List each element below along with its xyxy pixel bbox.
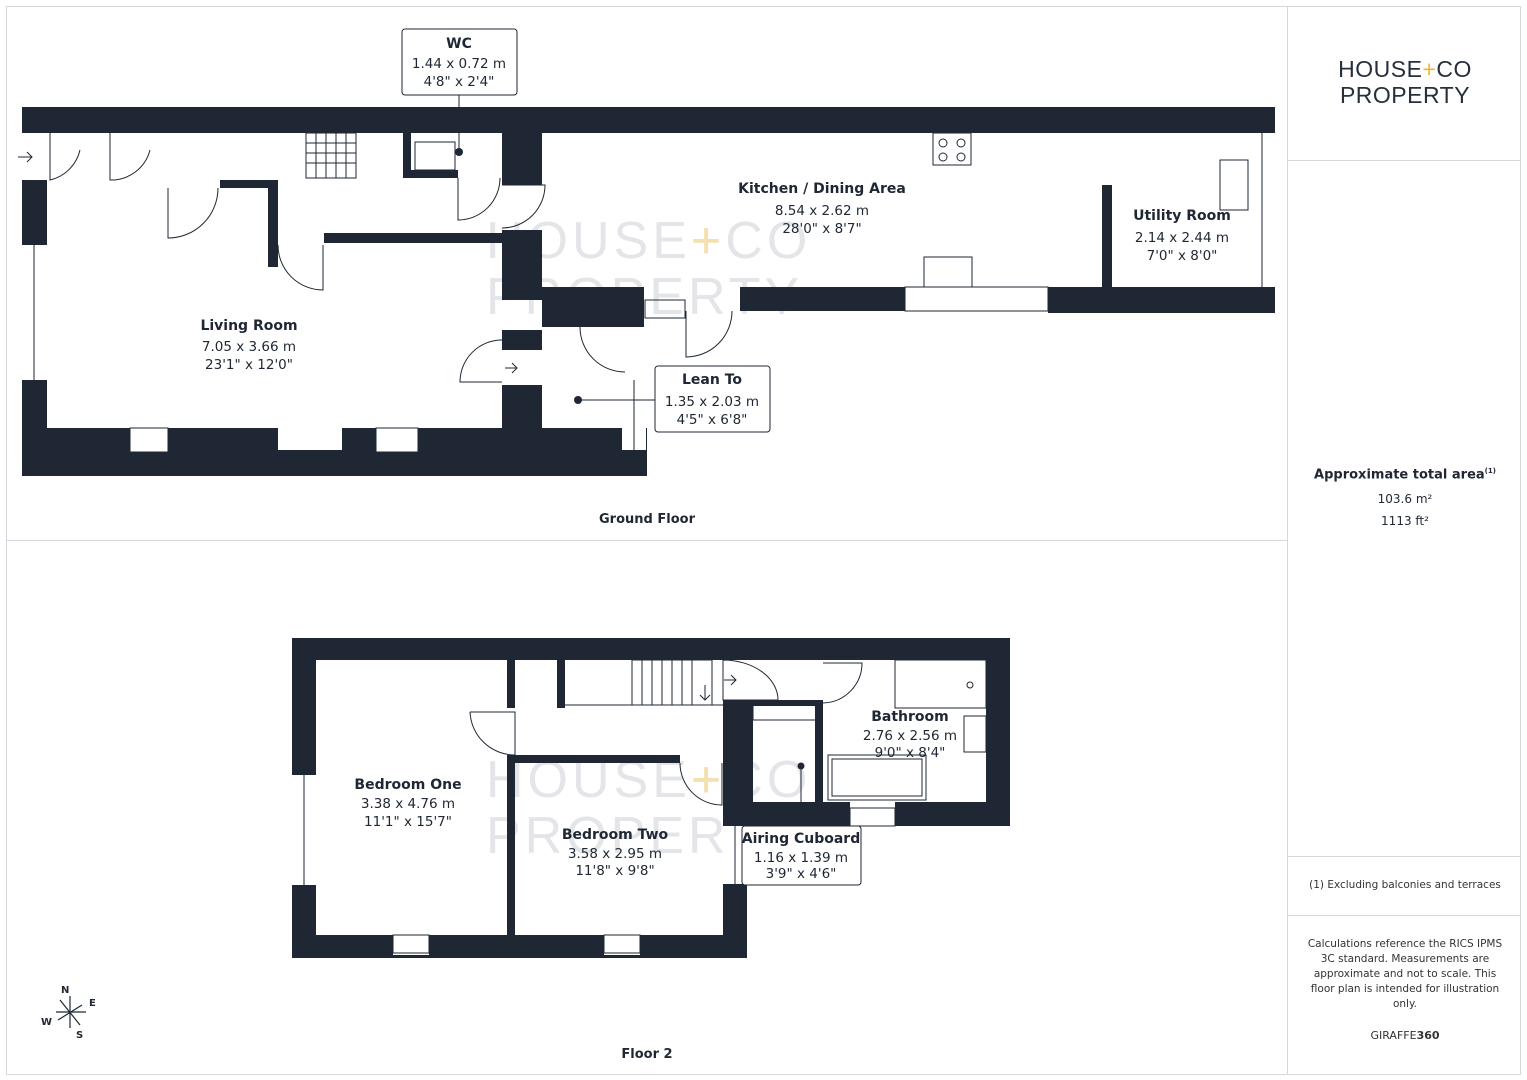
total-area-metric: 103.6 m² bbox=[1377, 492, 1433, 506]
compass-north: N bbox=[61, 985, 69, 996]
room-metric-utility: 2.14 x 2.44 m bbox=[1135, 230, 1229, 246]
room-imperial-living: 23'1" x 12'0" bbox=[205, 357, 293, 373]
room-name-kitchen: Kitchen / Dining Area bbox=[738, 181, 906, 197]
brand-logo: HOUSE+CO PROPERTY bbox=[1338, 56, 1472, 108]
floor-divider bbox=[6, 540, 1287, 541]
room-imperial-wc: 4'8" x 2'4" bbox=[424, 74, 495, 90]
footnote: (1) Excluding balconies and terraces bbox=[1309, 879, 1501, 891]
floor-plan-drawing: WC 1.44 x 0.72 m 4'8" x 2'4" Kitchen / D… bbox=[18, 28, 1275, 1041]
room-metric-living: 7.05 x 3.66 m bbox=[202, 339, 296, 355]
total-area-imperial: 1113 ft² bbox=[1381, 514, 1429, 528]
room-imperial-kitchen: 28'0" x 8'7" bbox=[782, 221, 861, 237]
room-name-utility: Utility Room bbox=[1133, 208, 1231, 224]
side-divider bbox=[1287, 915, 1521, 916]
room-name-living: Living Room bbox=[200, 318, 297, 334]
room-imperial-bedroom-one: 11'1" x 15'7" bbox=[364, 814, 452, 830]
compass-icon bbox=[56, 996, 86, 1028]
compass-south: S bbox=[76, 1030, 83, 1041]
floor-label-first: Floor 2 bbox=[621, 1047, 673, 1062]
room-metric-bedroom-two: 3.58 x 2.95 m bbox=[568, 846, 662, 862]
compass-west: W bbox=[41, 1017, 52, 1028]
room-metric-bedroom-one: 3.38 x 4.76 m bbox=[361, 796, 455, 812]
compass-east: E bbox=[89, 998, 96, 1009]
room-name-airing: Airing Cuboard bbox=[742, 831, 860, 847]
room-metric-kitchen: 8.54 x 2.62 m bbox=[775, 203, 869, 219]
room-metric-bathroom: 2.76 x 2.56 m bbox=[863, 728, 957, 744]
side-divider bbox=[1287, 856, 1521, 857]
side-divider bbox=[1287, 160, 1521, 161]
room-name-bedroom-two: Bedroom Two bbox=[562, 827, 669, 843]
room-imperial-airing: 3'9" x 4'6" bbox=[766, 866, 837, 882]
room-metric-wc: 1.44 x 0.72 m bbox=[412, 56, 506, 72]
room-name-bedroom-one: Bedroom One bbox=[354, 777, 461, 793]
room-metric-lean-to: 1.35 x 2.03 m bbox=[665, 394, 759, 410]
room-name-bathroom: Bathroom bbox=[871, 709, 949, 725]
room-imperial-bedroom-two: 11'8" x 9'8" bbox=[575, 863, 654, 879]
room-name-lean-to: Lean To bbox=[682, 372, 742, 388]
total-area-title: Approximate total area(1) bbox=[1314, 467, 1496, 483]
room-metric-airing: 1.16 x 1.39 m bbox=[754, 850, 848, 866]
credit: GIRAFFE360 bbox=[1370, 1029, 1440, 1042]
room-imperial-bathroom: 9'0" x 8'4" bbox=[875, 745, 946, 761]
floor-label-ground: Ground Floor bbox=[599, 512, 695, 527]
room-imperial-utility: 7'0" x 8'0" bbox=[1147, 248, 1218, 264]
room-name-wc: WC bbox=[446, 36, 472, 52]
disclaimer: Calculations reference the RICS IPMS 3C … bbox=[1307, 938, 1503, 1010]
side-panel-border bbox=[1287, 6, 1521, 1075]
room-imperial-lean-to: 4'5" x 6'8" bbox=[677, 412, 748, 428]
